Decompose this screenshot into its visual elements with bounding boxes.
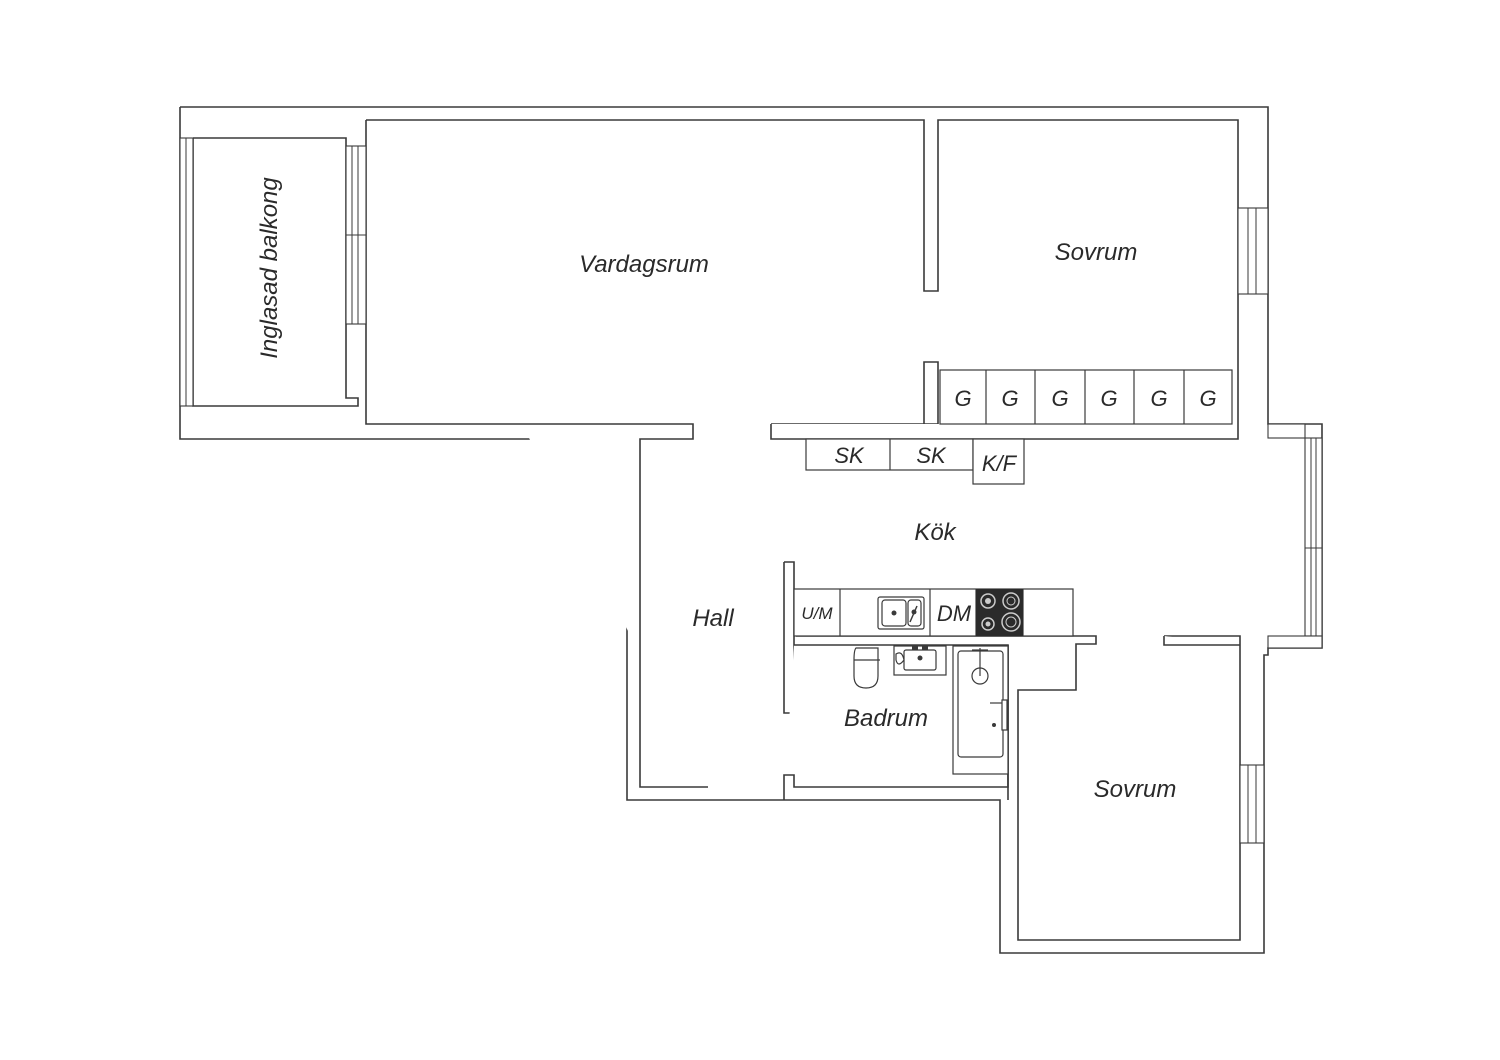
wardrobe-label: G: [1100, 386, 1117, 411]
window-balcony-left: [179, 137, 194, 407]
sink-icon: [877, 596, 925, 630]
toilet-icon: [853, 647, 880, 689]
washbasin-icon: [893, 645, 947, 676]
windows: [179, 137, 1323, 844]
washer-label: U/M: [801, 604, 833, 623]
bathroom-fixtures: [853, 645, 1009, 775]
room-label-bedroom-bottom: Sovrum: [1094, 776, 1177, 803]
wardrobe-row: G G G G G G: [939, 369, 1233, 425]
fridge-freezer-label: K/F: [982, 451, 1018, 476]
kitchen-cabinets: SK SK K/F: [805, 438, 1025, 485]
window-living-left: [345, 145, 367, 325]
bathtub-icon: [952, 645, 1009, 775]
room-label-living: Vardagsrum: [579, 251, 709, 278]
exterior-walls: [179, 106, 1323, 954]
room-labels: Inglasad balkong Vardagsrum Sovrum Kök H…: [256, 177, 1176, 803]
wardrobe-label: G: [1199, 386, 1216, 411]
cabinet-label: SK: [834, 443, 865, 468]
room-label-kitchen: Kök: [914, 519, 957, 546]
window-kitchen: [1267, 423, 1323, 649]
window-bedroom-top: [1237, 207, 1269, 295]
wardrobe-label: G: [1051, 386, 1068, 411]
room-label-hall: Hall: [692, 605, 734, 632]
room-label-bedroom-top: Sovrum: [1055, 239, 1138, 266]
stove-icon: [976, 589, 1023, 636]
wardrobe-label: G: [1150, 386, 1167, 411]
room-label-bathroom: Badrum: [844, 705, 928, 732]
window-bedroom-bottom: [1239, 764, 1265, 844]
kitchen-counter: U/M DM: [793, 588, 1074, 637]
wardrobe-label: G: [1001, 386, 1018, 411]
room-label-balcony: Inglasad balkong: [256, 177, 283, 359]
dishwasher-label: DM: [937, 601, 972, 626]
wardrobe-label: G: [954, 386, 971, 411]
cabinet-label: SK: [916, 443, 947, 468]
